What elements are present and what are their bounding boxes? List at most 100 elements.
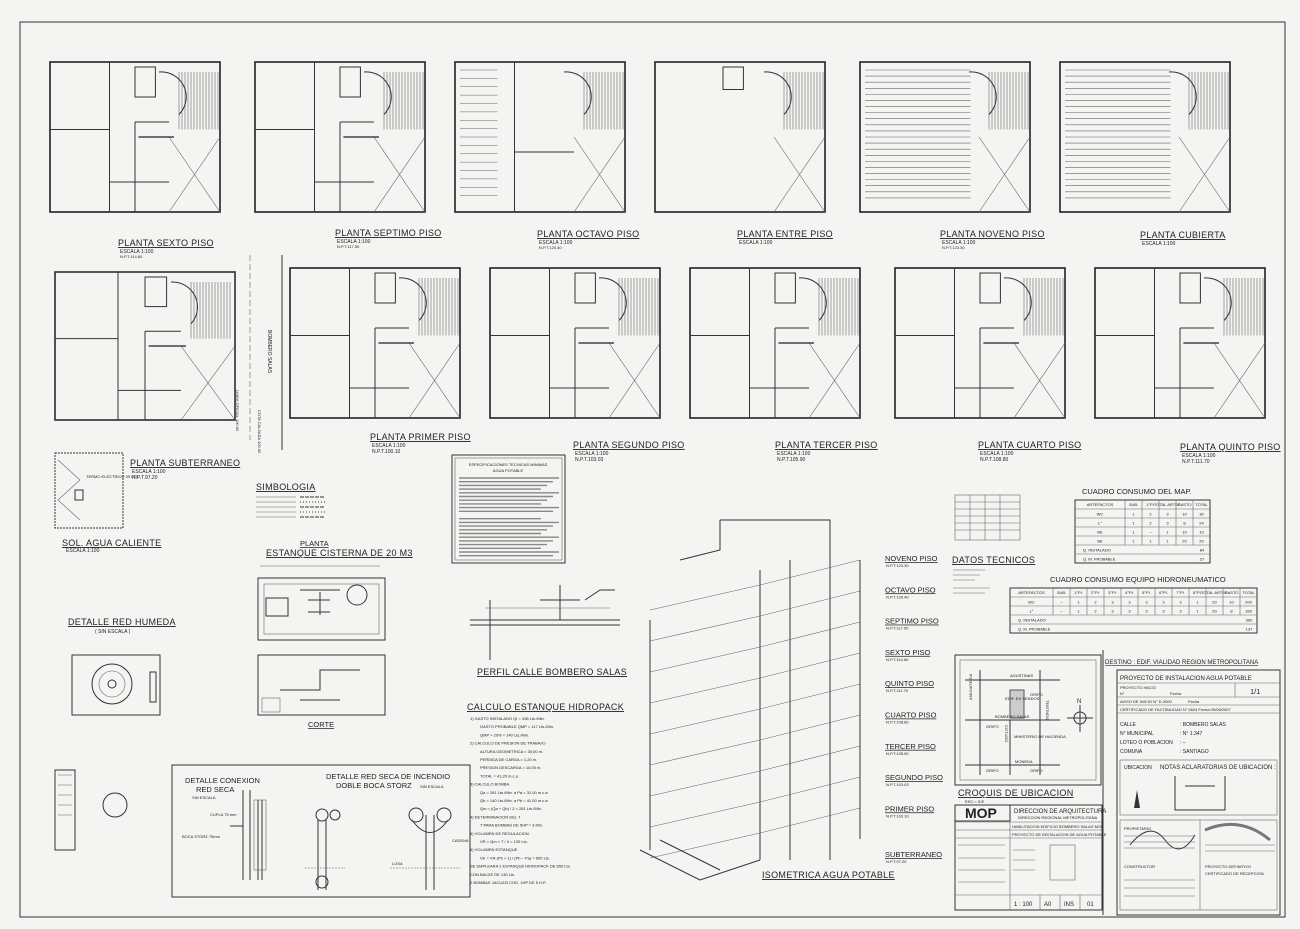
table-header: TOTAL — [1195, 502, 1208, 507]
spiral-stair — [170, 281, 198, 325]
sheet-border — [19, 21, 1286, 918]
elevator-shaft — [774, 272, 796, 304]
proyecto-title: PROYECTO DE INSTALACION AGUA POTABLE — [1120, 676, 1252, 682]
floor-name: SUBTERRANEO — [885, 850, 942, 859]
floor-plan-drawing — [894, 267, 1066, 419]
table-header: 7°PI. — [1176, 590, 1185, 595]
plan-scale: ESCALA 1:100 — [1142, 241, 1176, 247]
numero-label: N° — [1120, 691, 1125, 696]
plan-scale: ESCALA 1:100 — [739, 240, 773, 246]
floor-npt: N.P.T.111.70 — [886, 688, 909, 693]
table-cell: – — [1060, 608, 1063, 613]
table-cell: 3 — [1166, 520, 1169, 525]
void-cross — [180, 345, 236, 421]
plan-title: PLANTA SEPTIMO PISO — [335, 228, 442, 238]
table-cell: 3 — [1162, 599, 1165, 604]
street-bombero-salas: BOMBERO SALAS — [995, 714, 1030, 719]
plan-npt: N.P.T.123.30 — [942, 245, 965, 250]
branch-pipe — [649, 745, 861, 797]
stair-hatch — [178, 72, 219, 130]
plan-scale: ESCALA 1:100 — [777, 451, 811, 457]
void-cross — [773, 136, 826, 213]
destino-label: DESTINO : EDIF. VIALIDAD REGION METROPOL… — [1105, 660, 1258, 666]
calc-line: VR = Qm × T / 4 = 130 Lts. — [480, 839, 528, 844]
calc-line: SE EMPLEARA 1 ESTANQUE HIDROPACK DE 650 … — [470, 864, 571, 869]
municipal-value: : N° 1.347 — [1180, 731, 1203, 737]
formato-value: A0 — [1044, 902, 1052, 908]
floor-name: SEXTO PISO — [885, 648, 930, 657]
table-cell: – — [1060, 599, 1063, 604]
floor-npt: N.P.T.108.80 — [886, 720, 909, 725]
branch-pipe — [649, 590, 861, 642]
table-header: TOTAL ARTEF. — [1201, 590, 1228, 595]
north-arrow-icon: N — [1067, 699, 1093, 732]
floor-plan-drawing — [1059, 61, 1231, 213]
stair-hatch — [1188, 72, 1229, 130]
cadena-label: CADENA — [452, 838, 469, 843]
consumo-tables: CUADRO CONSUMO DEL MAP.ARTEFACTOSWCL°BEB… — [1009, 487, 1258, 634]
propietario-label: PROPIETARIO — [1124, 826, 1151, 831]
plan-npt: N.P.T.105.90 — [777, 457, 805, 463]
stamp — [1204, 822, 1271, 842]
calc-line: 1) GASTO INSTALADO QI = 438 Lts./Min. — [470, 716, 545, 721]
table-frame — [1009, 587, 1258, 634]
loteo-label: LOTEO O POBLACION — [1120, 740, 1173, 746]
plan-title: PLANTA NOVENO PISO — [940, 229, 1045, 239]
table-header: 1°PI. — [1146, 502, 1155, 507]
floor-npt: N.P.T.103.03 — [886, 782, 909, 787]
void-cross — [1013, 342, 1066, 419]
detalle-red-humeda: DETALLE RED HUMEDA ( SIN ESCALA ) — [54, 617, 175, 851]
floor-name: OCTAVO PISO — [885, 585, 936, 594]
table-cell: 3 — [1111, 599, 1114, 604]
spiral-stair — [1203, 277, 1232, 321]
void-cross — [1178, 136, 1231, 213]
detalle-red-seca: DETALLE CONEXION RED SECA SIN ESCALA CUP… — [171, 764, 471, 898]
table-cell: 2 — [1149, 511, 1152, 516]
simbologia-title: SIMBOLOGIA — [256, 482, 316, 492]
grifo-label: GRIFO — [986, 724, 999, 729]
table-cell: 30 — [1199, 511, 1204, 516]
spiral-stair — [968, 71, 997, 115]
subterraneo-title: PLANTA SUBTERRANEO — [130, 458, 240, 468]
especificaciones-box: ESPECIFICACIONES TECNICAS MINIMAS AGUA P… — [451, 454, 566, 564]
comuna-value: : SANTIAGO — [1180, 749, 1209, 755]
elevator-shaft — [574, 272, 596, 304]
void-cross — [608, 342, 661, 419]
table-cell: 1 — [1196, 599, 1199, 604]
table-cell: 2 — [1094, 599, 1097, 604]
lamina-value: 01 — [1087, 902, 1094, 908]
plan-title: PLANTA ENTRE PISO — [737, 229, 833, 239]
branch-pipe — [649, 683, 861, 735]
table-cell: 10 — [1182, 529, 1187, 534]
void-cross — [168, 136, 221, 213]
conexion-title1: DETALLE CONEXION — [185, 776, 260, 785]
spiral-stair — [158, 71, 187, 115]
table-header: TOTAL — [1242, 590, 1255, 595]
table-cell: L° — [1030, 608, 1034, 613]
cupla-label: CUPLA 75 mm — [210, 812, 237, 817]
calc-line: GASTO PROBABLE QMP = 117 Lts./Min. — [480, 724, 554, 729]
table-header: ARTEFACTOS — [1018, 590, 1045, 595]
svg-text:N: N — [1077, 699, 1081, 705]
street-teatinos: TEATINOS — [1045, 700, 1050, 720]
certificado-label: CERTIFICADO DE FACTIBILIDAD N° 5624 Fech… — [1120, 707, 1231, 712]
estanque-title2: ESTANQUE CISTERNA DE 20 M3 — [266, 548, 413, 558]
table-cell: 1 — [1077, 599, 1080, 604]
riser-pipes — [649, 519, 831, 860]
table-cell: 3 — [1111, 608, 1114, 613]
signature — [1129, 830, 1196, 850]
grifo-label: GRIFO — [1030, 692, 1043, 697]
perfil-calle: PERFIL CALLE BOMBERO SALAS — [470, 585, 627, 677]
floor-plan-drawing — [289, 267, 461, 419]
floor-npt: N.P.T.120.40 — [886, 594, 909, 599]
regional-label: DIRECCION REGIONAL METROPOLITANA — [1018, 815, 1097, 820]
calculo-title: CALCULO ESTANQUE HIDROPACK — [467, 702, 624, 712]
termo-note: TERMO ELECTRICO 30 LTS — [86, 474, 138, 479]
conexion-sub: SIN ESCALA — [192, 795, 216, 800]
stair-hatch — [583, 72, 624, 130]
elevator-shaft — [979, 272, 1001, 304]
floor-plan-drawing — [859, 61, 1031, 213]
branch-pipe — [649, 621, 861, 673]
void-cross — [373, 136, 426, 213]
espec-title2: AGUA POTABLE — [493, 468, 524, 473]
